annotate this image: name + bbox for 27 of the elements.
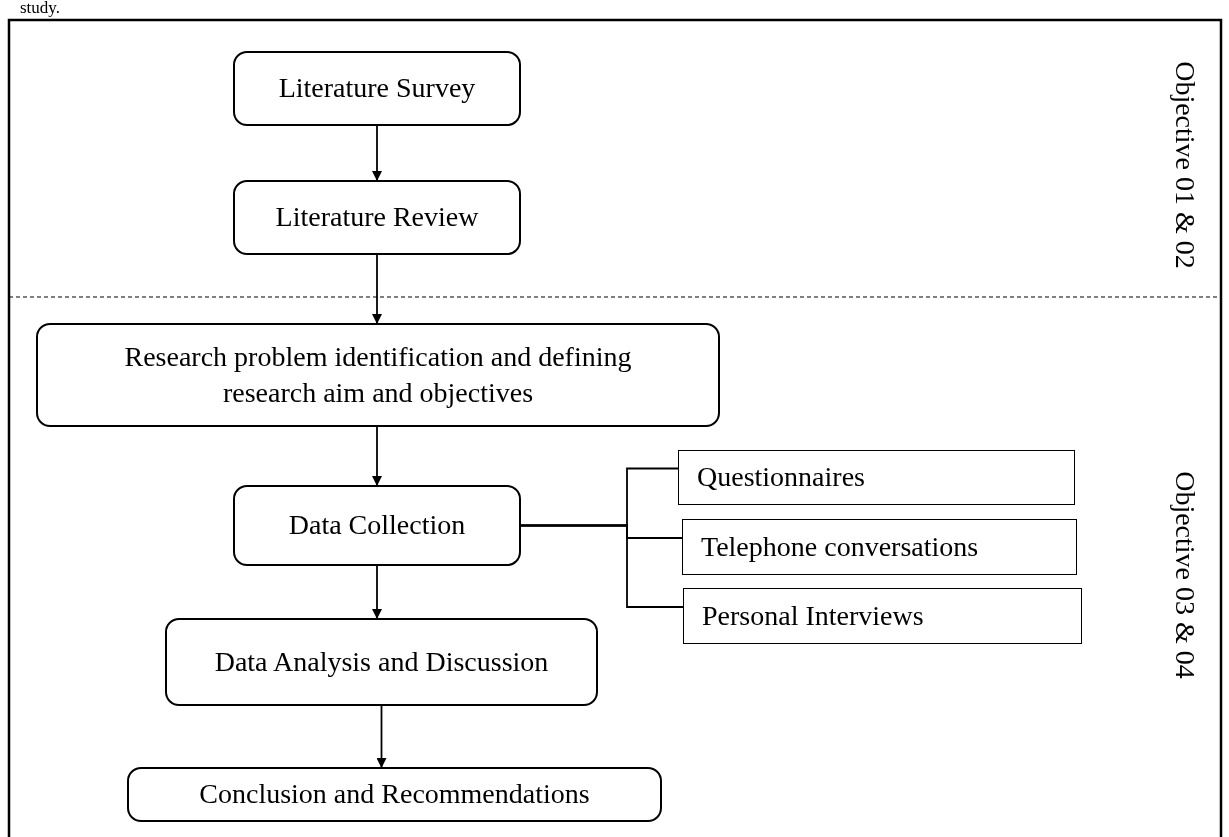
arrow: [372, 125, 382, 181]
process-box: [127, 767, 662, 822]
node-text: Data Analysis and Discussion: [214, 644, 549, 679]
arrow: [372, 426, 382, 486]
arrow: [372, 254, 382, 324]
method-box: [683, 588, 1082, 644]
node-text: Telephone conversations: [701, 529, 979, 564]
arrow: [376, 705, 387, 768]
node-text: Research problem identification and defining research aim and objectives: [123, 339, 633, 410]
header-text: study.: [20, 0, 60, 18]
node-text: Data Collection: [288, 508, 466, 543]
node-text: Literature Review: [275, 200, 479, 235]
method-box: [678, 450, 1075, 505]
node-text: Questionnaires: [697, 460, 865, 495]
process-box: [36, 323, 720, 427]
process-box: [233, 180, 521, 255]
connector-line: [520, 524, 684, 608]
objective-label: Objective 03 & 04: [1168, 471, 1201, 679]
node-text: Personal Interviews: [702, 598, 924, 633]
node-text: Literature Survey: [278, 71, 476, 106]
process-box: [233, 51, 521, 126]
objective-label: Objective 01 & 02: [1168, 61, 1201, 269]
process-box: [233, 485, 521, 566]
process-box: [165, 618, 598, 706]
node-text: Conclusion and Recommendations: [199, 777, 590, 812]
method-box: [682, 519, 1077, 575]
arrow: [372, 565, 382, 619]
